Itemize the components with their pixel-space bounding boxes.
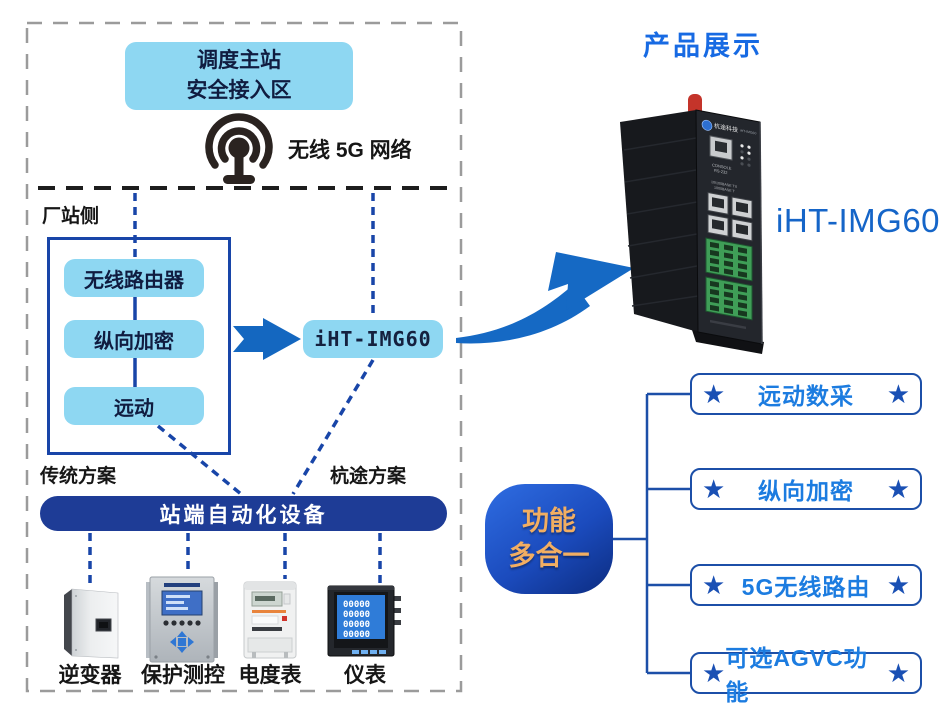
swoosh-arrow-icon xyxy=(456,252,634,344)
protection-device-image xyxy=(146,576,218,663)
feature-vertical-encryption: ★ 纵向加密 ★ xyxy=(690,468,922,510)
telecontrol-box: 远动 xyxy=(64,387,204,425)
star-icon: ★ xyxy=(886,474,910,504)
wireless-router-label: 无线路由器 xyxy=(84,269,184,292)
gateway-box: iHT-IMG60 xyxy=(303,320,443,358)
hub-line1: 功能 xyxy=(522,505,576,536)
blue-dashed-connectors xyxy=(88,193,382,584)
ports-label-1: 10/100BASE TX xyxy=(711,180,738,189)
feature-telecontrol-acquisition: ★ 远动数采 ★ xyxy=(690,373,922,415)
hangtu-scheme-label: 杭途方案 xyxy=(330,466,407,487)
panel-meter-label: 仪表 xyxy=(344,664,386,687)
vertical-encryption-box: 纵向加密 xyxy=(64,320,204,358)
feature-5g-wireless-routing: ★ 5G无线路由 ★ xyxy=(690,564,922,606)
feature-optional-agvc: ★ 可选AGVC功能 ★ xyxy=(690,645,922,705)
svg-text:00000: 00000 xyxy=(343,610,370,620)
svg-text:00000: 00000 xyxy=(343,630,370,640)
feature-label: 远动数采 xyxy=(758,383,854,409)
plant-side-label: 厂站侧 xyxy=(42,206,100,227)
panel-meter-image: 00000 00000 00000 00000 xyxy=(327,585,401,657)
product-image: 杭途科技 iHT-IMG60 CONSOLE RS-232 10/100BASE… xyxy=(620,94,764,354)
energy-meter-label: 电度表 xyxy=(238,664,302,687)
diagram-frame xyxy=(25,21,463,693)
star-icon: ★ xyxy=(702,658,726,688)
svg-text:00000: 00000 xyxy=(343,600,370,610)
station-automation-bar: 站端自动化设备 xyxy=(40,496,447,531)
feature-label: 可选AGVC功能 xyxy=(725,645,868,705)
vertical-encryption-label: 纵向加密 xyxy=(94,330,174,353)
star-icon: ★ xyxy=(702,379,726,409)
flow-arrow-icon xyxy=(233,318,301,360)
feature-tree-lines xyxy=(613,392,690,675)
feature-label: 5G无线路由 xyxy=(741,574,871,600)
energy-meter-image xyxy=(243,581,297,659)
svg-text:00000: 00000 xyxy=(343,620,370,630)
multifunction-hub: 功能 多合一 xyxy=(485,484,613,594)
traditional-scheme-label: 传统方案 xyxy=(40,466,117,487)
star-icon: ★ xyxy=(702,570,726,600)
console-label-2: RS-232 xyxy=(714,168,728,176)
product-model-label: iHT-IMG60 xyxy=(776,202,941,239)
telecontrol-label: 远动 xyxy=(114,397,154,420)
star-icon: ★ xyxy=(886,658,910,688)
feature-label: 纵向加密 xyxy=(758,478,854,504)
gateway-box-label: iHT-IMG60 xyxy=(314,327,432,351)
protection-label: 保护测控 xyxy=(141,664,225,687)
star-icon: ★ xyxy=(886,570,910,600)
station-automation-label: 站端自动化设备 xyxy=(159,503,328,527)
ports-label-2: 1000BASE T xyxy=(714,186,735,194)
dispatch-line2: 安全接入区 xyxy=(186,79,292,102)
dispatch-line1: 调度主站 xyxy=(197,48,281,72)
product-section-title: 产品展示 xyxy=(643,31,763,61)
inverter-label: 逆变器 xyxy=(58,664,122,687)
star-icon: ★ xyxy=(702,474,726,504)
product-model-small: iHT-IMG60 xyxy=(740,129,756,136)
star-icon: ★ xyxy=(886,379,910,409)
console-label-1: CONSOLE xyxy=(712,162,732,171)
inverter-image xyxy=(64,588,119,659)
antenna-icon xyxy=(205,113,273,184)
hub-line2: 多合一 xyxy=(508,541,590,571)
network-label: 无线 5G 网络 xyxy=(288,139,412,162)
wireless-router-box: 无线路由器 xyxy=(64,259,204,297)
plant-side-frame xyxy=(47,237,231,455)
dispatch-station-box: 调度主站 安全接入区 xyxy=(125,42,353,110)
